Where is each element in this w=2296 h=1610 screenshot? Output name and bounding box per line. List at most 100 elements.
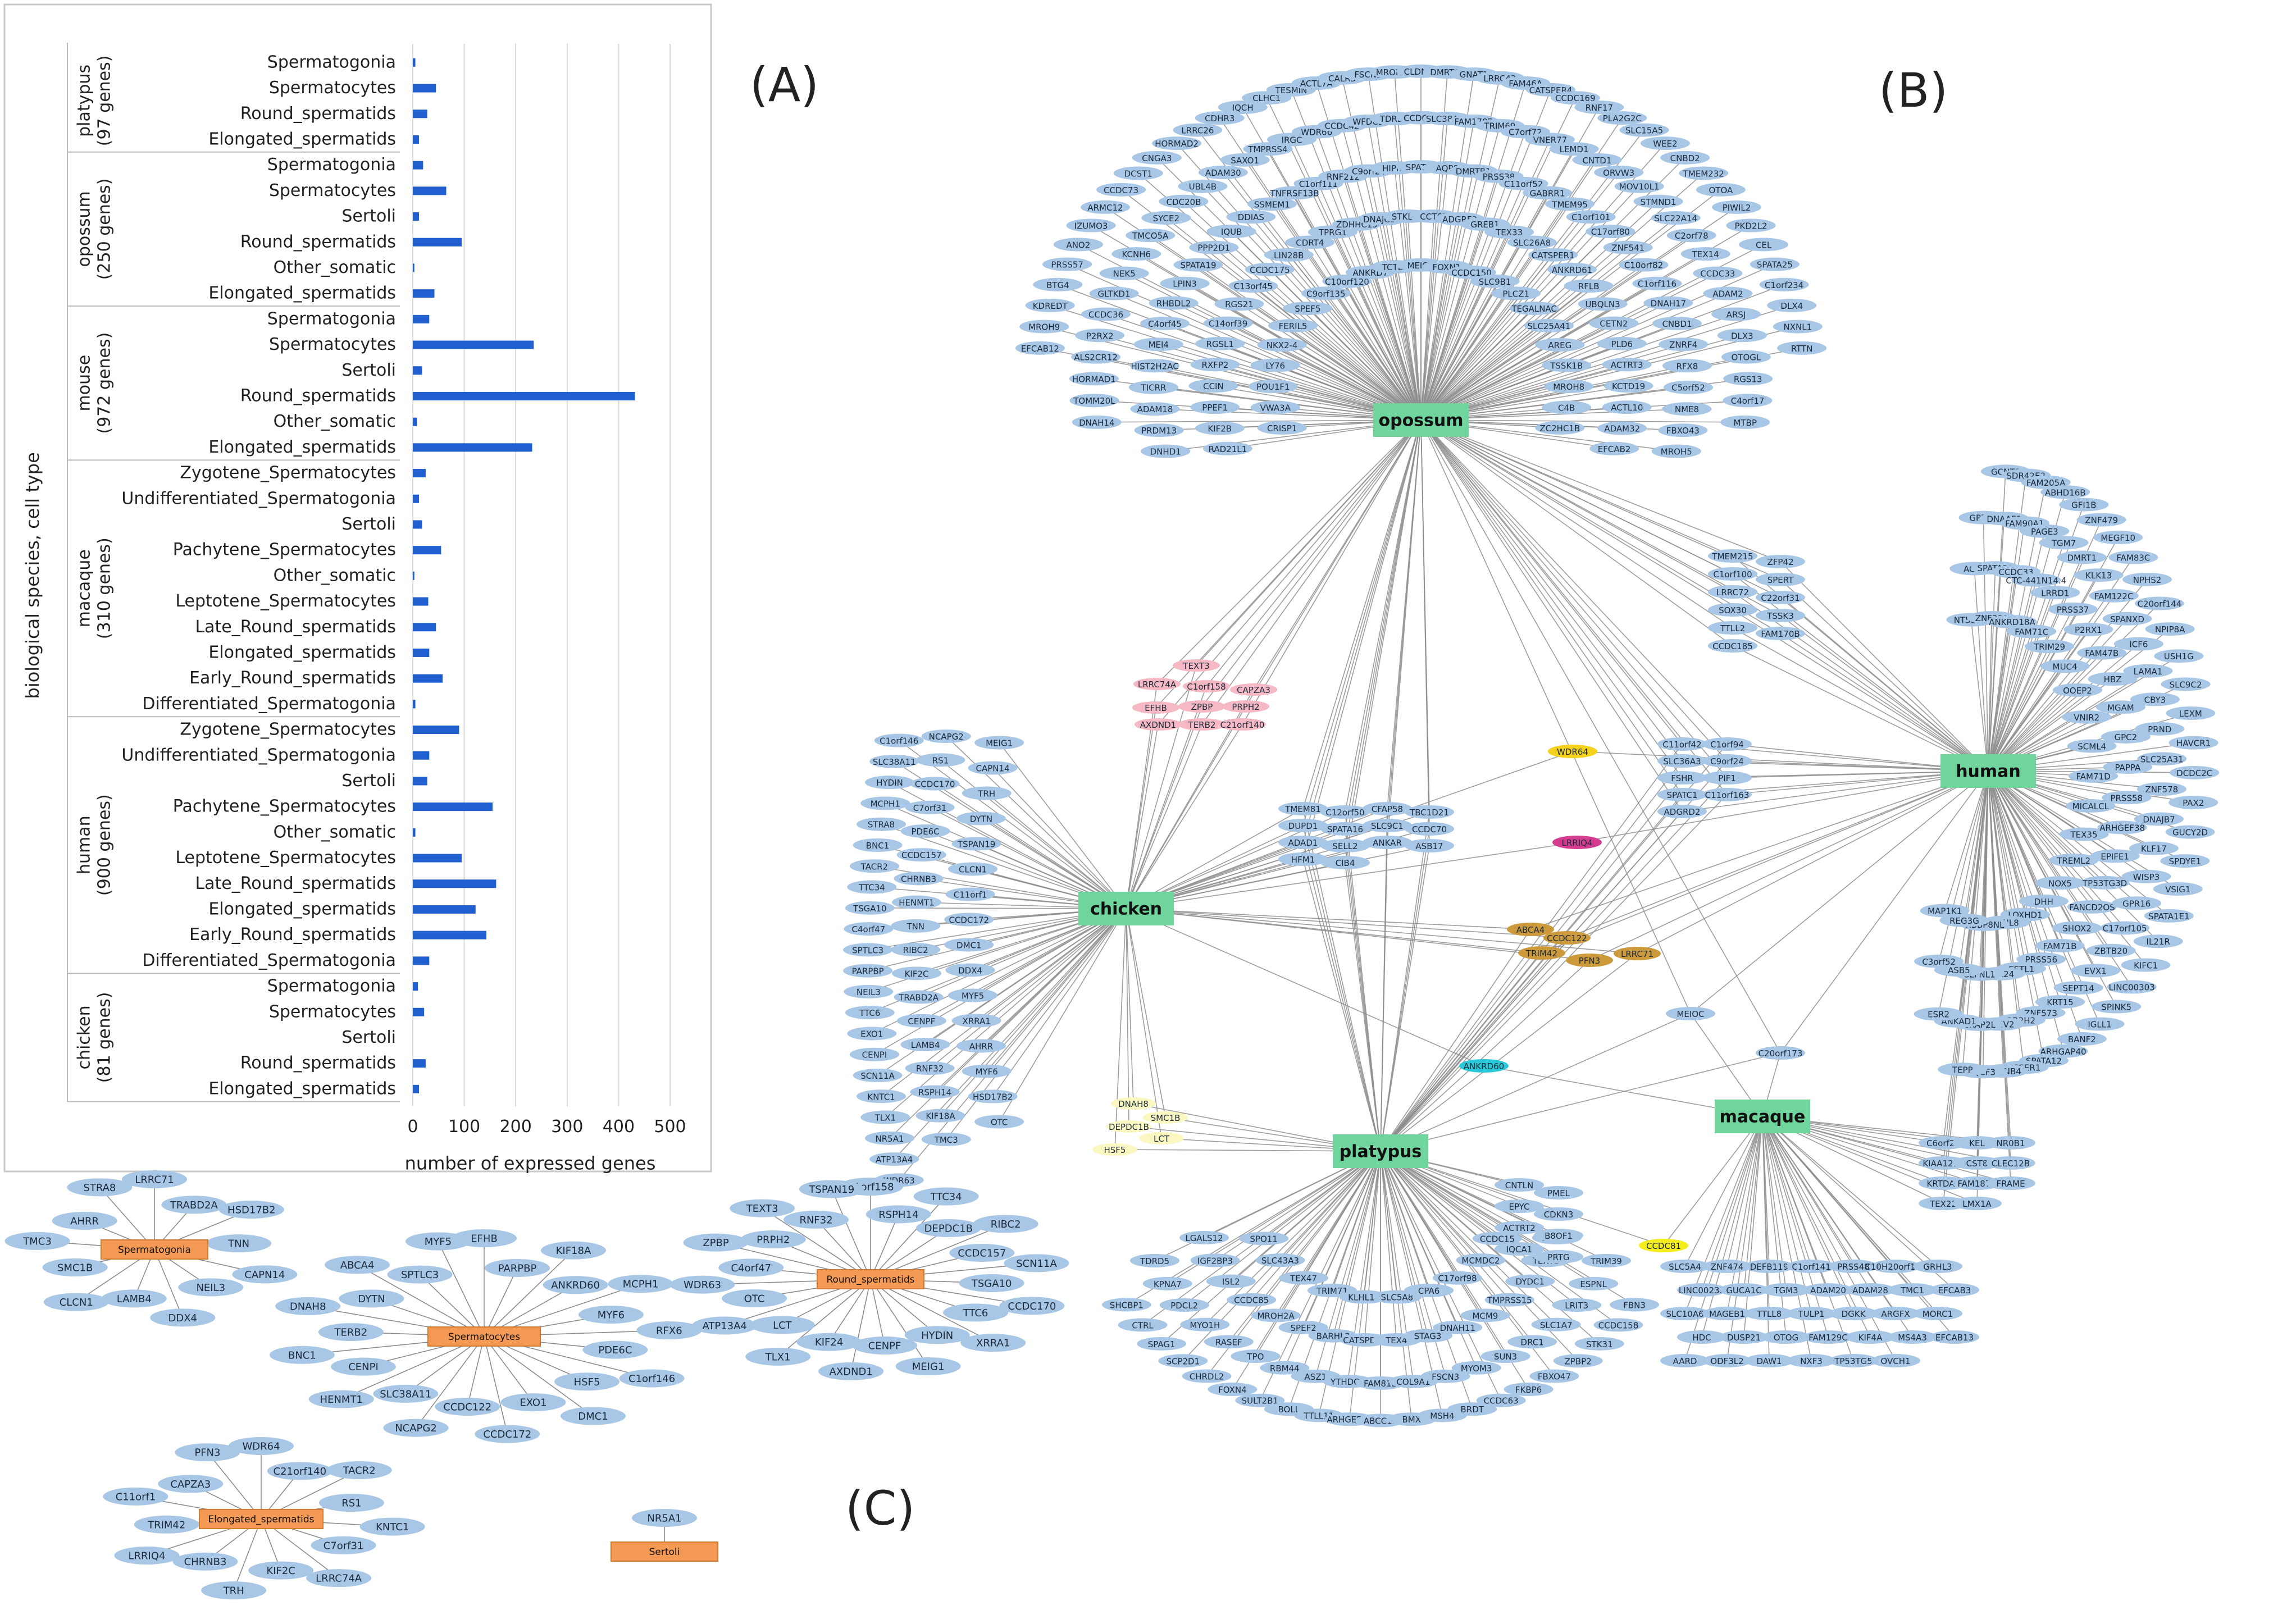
edge	[1242, 419, 1422, 725]
gene-label: LINC00303	[2109, 982, 2155, 992]
gene-label: CHRNB3	[184, 1556, 227, 1568]
gene-label: TMC3	[934, 1135, 958, 1145]
gene-node: TMPRSS4	[1243, 142, 1293, 156]
gene-node: MORC1	[1913, 1307, 1962, 1320]
gene-node-shape	[1505, 1274, 1555, 1288]
gene-label: FSHR	[1671, 773, 1693, 783]
gene-node: DNAH8	[275, 1297, 341, 1315]
gene-node: CDRT4	[1285, 235, 1335, 249]
gene-node-shape	[1178, 179, 1228, 193]
gene-node: TMEM81	[1278, 802, 1328, 815]
gene-label: SLC25A31	[2140, 754, 2184, 764]
gene-node: EFCAB2	[1589, 441, 1639, 455]
gene-node: CCDC157	[896, 848, 946, 862]
gene-label: MYO1H	[1190, 1320, 1220, 1330]
gene-node-shape	[1243, 142, 1293, 156]
gene-label: DYTN	[970, 814, 992, 824]
gene-node: DEPDC1B	[915, 1219, 981, 1237]
gene-label: FANCD2OS	[2069, 902, 2115, 913]
gene-node: NPHS2	[2122, 572, 2172, 586]
gene-node: CNBD2	[1660, 150, 1710, 165]
gene-node: HDC	[1677, 1330, 1726, 1344]
gene-node-shape	[1480, 1349, 1530, 1363]
gene-node: ANKRD60	[543, 1276, 608, 1294]
edge	[1762, 1116, 1871, 1338]
gene-node: DNAH17	[1643, 296, 1693, 310]
gene-node-shape	[1531, 1317, 1581, 1331]
gene-label: TMCO5A	[1132, 231, 1169, 241]
category-label: Round_spermatids	[240, 1053, 396, 1073]
gene-node-shape	[1535, 338, 1585, 352]
gene-node-shape	[2067, 900, 2117, 914]
edge	[1302, 842, 1381, 1152]
gene-node: KRT15	[2035, 995, 2085, 1009]
gene-node-shape	[2062, 710, 2112, 724]
edge	[1114, 908, 1127, 1150]
gene-label: CCDC170	[915, 779, 955, 790]
gene-label: C22orf31	[1761, 593, 1800, 603]
bar	[413, 982, 418, 991]
gene-node: HAVCR1	[2169, 736, 2218, 750]
edge	[1944, 770, 1989, 911]
gene-node-shape	[1708, 639, 1757, 653]
gene-label: FAM129C	[1808, 1333, 1848, 1343]
edge	[1201, 419, 1422, 707]
edge	[1197, 130, 1422, 421]
gene-node-shape	[1938, 1062, 1988, 1077]
gene-node-shape	[1470, 274, 1520, 288]
gene-label: IL21R	[2147, 937, 2170, 947]
gene-node-shape	[1180, 1317, 1230, 1331]
gene-node: PLD6	[1597, 336, 1647, 350]
edge	[1380, 1151, 1510, 1301]
gene-label: CNGA3	[1142, 153, 1172, 163]
gene-node-shape	[1597, 336, 1647, 350]
celltype-genes: NR5A1	[632, 1509, 697, 1527]
gene-node: NR5A1	[632, 1509, 697, 1527]
gene-label: CTC-441N14.4	[2006, 576, 2066, 586]
gene-node: C1orf94	[1702, 737, 1752, 751]
gene-label: KNTC1	[376, 1521, 409, 1533]
gene-label: NKX2-4	[1267, 340, 1298, 350]
gene-node-shape	[843, 964, 893, 978]
gene-label: DLX4	[1780, 301, 1803, 311]
gene-node-shape	[1726, 218, 1776, 232]
gene-node: LRRIQ4	[1552, 836, 1602, 849]
gene-node-shape	[1495, 1221, 1544, 1234]
gene-node-shape	[1593, 1318, 1643, 1332]
gene-label: DNAH17	[1651, 299, 1686, 309]
gene-label: OTOG	[1774, 1333, 1798, 1343]
gene-node-shape	[847, 880, 897, 894]
edge	[1701, 1116, 1763, 1338]
x-tick-label: 400	[603, 1117, 635, 1137]
edge	[899, 740, 1127, 909]
gene-label: LINC00238	[1679, 1285, 1725, 1296]
gene-node: OTOA	[1696, 183, 1746, 197]
gene-node: FAM129C	[1803, 1330, 1853, 1344]
category-label: Elongated_spermatids	[208, 899, 396, 919]
edge	[1762, 1116, 1812, 1314]
gene-node: TSPAN19	[951, 837, 1001, 851]
gene-node-shape	[948, 988, 998, 1002]
gene-label: ANKRD61	[1552, 265, 1592, 275]
edge	[1420, 419, 1683, 812]
edge	[1988, 653, 2102, 772]
gene-node-shape	[1651, 211, 1701, 225]
gene-label: IQUB	[1221, 227, 1242, 237]
gene-node-shape	[853, 1069, 903, 1082]
edge	[1346, 281, 1422, 421]
gene-label: TMPRSS4	[1247, 144, 1287, 154]
bar	[413, 469, 426, 478]
gene-node: SCN11A	[853, 1069, 903, 1082]
gene-node: PARPBP	[485, 1258, 550, 1277]
gene-node-shape	[2102, 612, 2152, 626]
gene-label: MEIOC	[1677, 1009, 1704, 1019]
gene-node-shape	[2121, 869, 2171, 883]
gene-node: CPA6	[1404, 1283, 1454, 1297]
gene-node-shape	[1134, 423, 1184, 437]
gene-label: C1orf146	[880, 736, 918, 746]
edge	[1126, 908, 1638, 954]
gene-node: CFAP58	[1363, 802, 1412, 815]
edge	[1420, 207, 1737, 421]
gene-label: TEPP	[1952, 1065, 1973, 1075]
edge	[1943, 770, 1989, 1204]
